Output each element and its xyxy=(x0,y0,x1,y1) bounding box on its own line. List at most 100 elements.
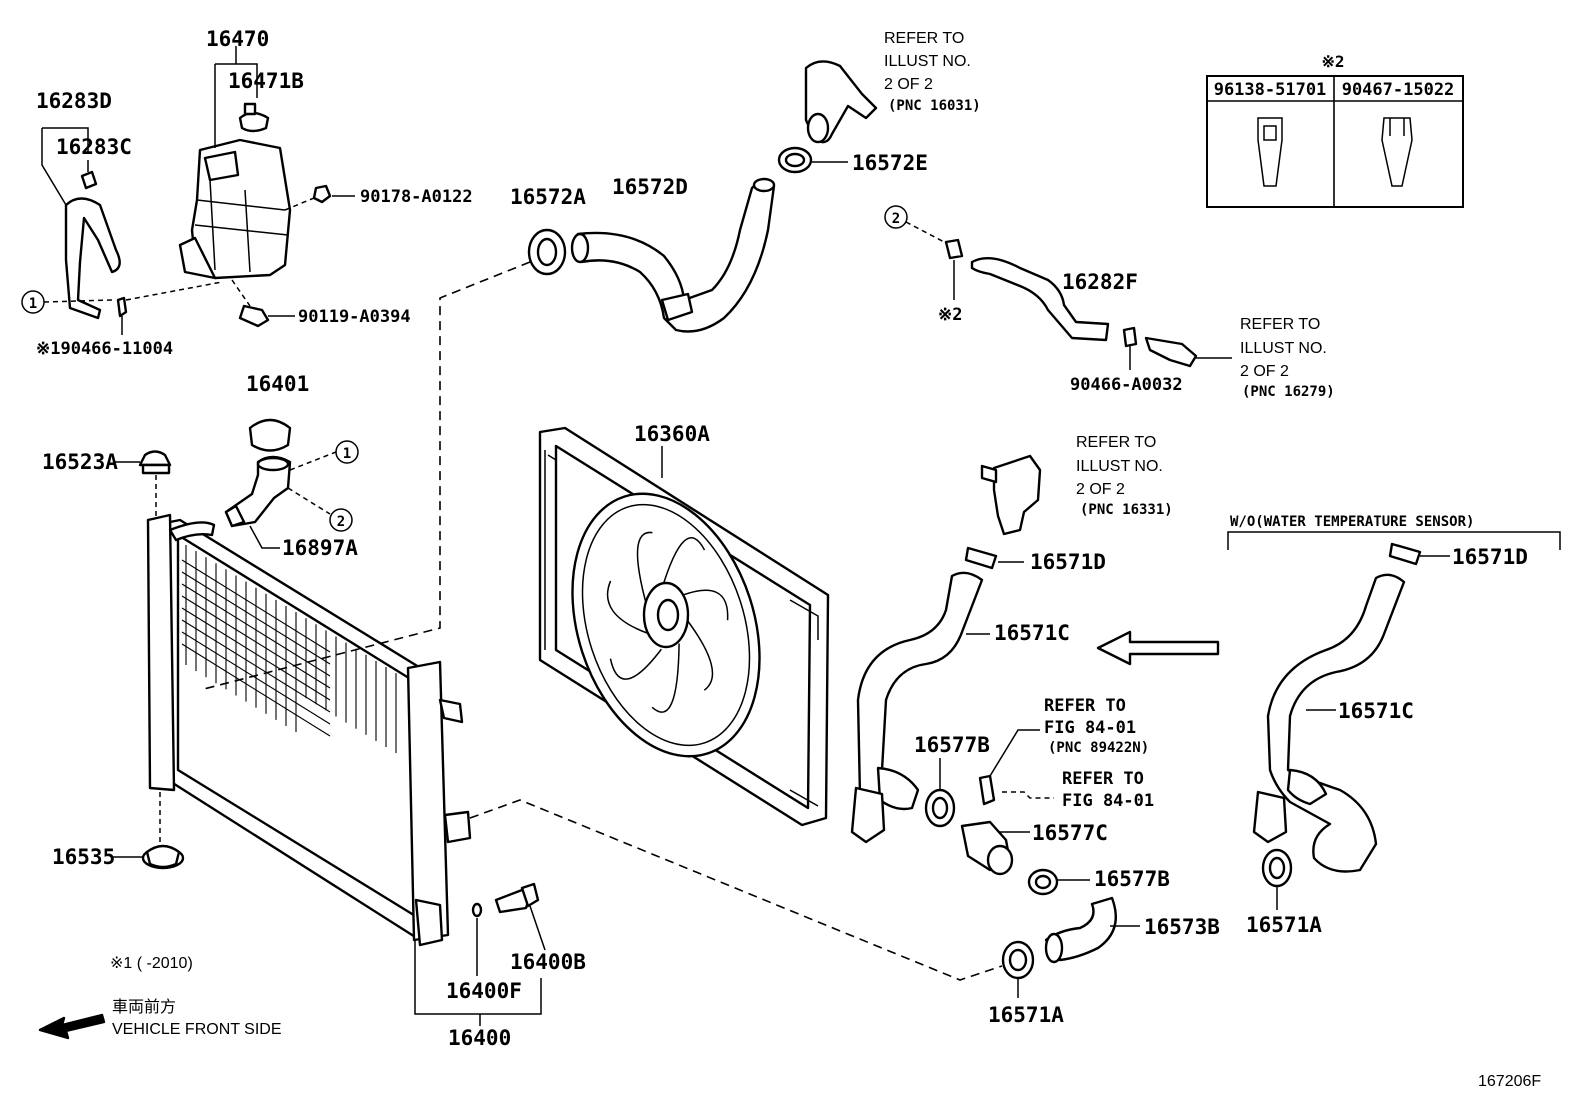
label-90119-A0394: 90119-A0394 xyxy=(298,307,411,327)
label-16577B-b: 16577B xyxy=(1094,867,1170,891)
label-16400F: 16400F xyxy=(446,979,522,1003)
svg-text:FIG 84-01: FIG 84-01 xyxy=(1062,791,1154,811)
vehicle-front-arrow-icon xyxy=(38,1013,106,1040)
label-16283D: 16283D xyxy=(36,89,112,113)
label-16897A: 16897A xyxy=(282,536,358,560)
filler-neck-16897A xyxy=(224,455,292,528)
sensor-16331 xyxy=(980,454,1042,536)
svg-text:REFER TO: REFER TO xyxy=(1062,769,1144,789)
hose-clamp-16577B-b xyxy=(1027,868,1059,896)
svg-text:2 OF 2: 2 OF 2 xyxy=(884,76,933,93)
svg-text:2 OF 2: 2 OF 2 xyxy=(1076,481,1125,498)
label-16571A-a: 16571A xyxy=(988,1003,1064,1027)
sensor-89422N xyxy=(978,774,996,806)
clip-mark2 xyxy=(944,238,964,260)
label-16401: 16401 xyxy=(246,372,309,396)
clip-table-col-1: 96138-51701 xyxy=(1214,80,1327,100)
svg-text:ILLUST NO.: ILLUST NO. xyxy=(884,53,971,70)
clip-16571D-a xyxy=(964,546,998,570)
clip-table-col-2: 90467-15022 xyxy=(1342,80,1455,100)
clip-16571D-b xyxy=(1388,542,1422,566)
callout-2-b: 2 xyxy=(892,211,900,227)
label-16572A: 16572A xyxy=(510,185,586,209)
hose-clamp-16572E xyxy=(777,146,813,174)
fan-shroud-16360A xyxy=(538,426,830,827)
reference-note-16331: REFER TO ILLUST NO. 2 OF 2 (PNC 16331) xyxy=(1076,434,1173,518)
reference-note-84-01: REFER TO FIG 84-01 xyxy=(1062,769,1154,811)
label-16471B: 16471B xyxy=(228,69,304,93)
label-16282F: 16282F xyxy=(1062,270,1138,294)
label-90466-A0032: 90466-A0032 xyxy=(1070,375,1183,395)
label-16577B-a: 16577B xyxy=(914,733,990,757)
label-16573B: 16573B xyxy=(1144,915,1220,939)
label-16577C: 16577C xyxy=(1032,821,1108,845)
label-16283C: 16283C xyxy=(56,135,132,159)
lower-hose-16571C-a xyxy=(850,571,984,844)
radiator-cap-16401 xyxy=(248,418,292,452)
svg-text:ILLUST NO.: ILLUST NO. xyxy=(1076,458,1163,475)
joint-16577C xyxy=(960,820,1014,876)
water-outlet xyxy=(804,60,878,144)
hose-clamp-16571A-a xyxy=(1001,940,1035,980)
vehicle-front-en: VEHICLE FRONT SIDE xyxy=(112,1021,282,1038)
hose-16283D xyxy=(64,170,121,320)
hose-16282F xyxy=(970,256,1110,342)
mount-cushion-16535 xyxy=(141,844,185,870)
direction-arrow xyxy=(1096,630,1220,666)
fitting-16279 xyxy=(1144,336,1198,368)
radiator xyxy=(146,513,472,947)
svg-text:(PNC 89422N): (PNC 89422N) xyxy=(1048,740,1149,756)
label-16470: 16470 xyxy=(206,27,269,51)
label-16400B: 16400B xyxy=(510,950,586,974)
reference-note-89422N: REFER TO FIG 84-01 (PNC 89422N) xyxy=(1044,696,1149,756)
clip-table-title: ※2 xyxy=(1321,52,1344,71)
label-90466-11004: ※190466-11004 xyxy=(36,339,173,359)
clip-90178 xyxy=(312,184,332,204)
label-16571D-b: 16571D xyxy=(1452,545,1528,569)
clip-icon-90467 xyxy=(1381,117,1413,187)
svg-text:(PNC 16031): (PNC 16031) xyxy=(888,98,981,114)
svg-text:(PNC 16279): (PNC 16279) xyxy=(1242,384,1335,400)
label-mark2: ※2 xyxy=(938,305,962,325)
vehicle-front-jp: 車両前方 xyxy=(112,998,176,1016)
callout-2-a: 2 xyxy=(337,514,345,530)
svg-text:(PNC 16331): (PNC 16331) xyxy=(1080,502,1173,518)
hose-clamp-16572A xyxy=(527,228,567,276)
hose-clamp-16571A-b xyxy=(1261,848,1293,888)
hose-clamp-16577B-a xyxy=(924,788,956,828)
footnote-1: ※1 ( -2010) xyxy=(110,955,193,972)
lower-hose-16571C-b xyxy=(1252,573,1406,873)
label-16571C-a: 16571C xyxy=(994,621,1070,645)
svg-text:2 OF 2: 2 OF 2 xyxy=(1240,363,1289,380)
label-16360A: 16360A xyxy=(634,422,710,446)
upper-hose-16572D xyxy=(570,177,776,333)
clip-table xyxy=(1206,75,1464,208)
reservoir-tank xyxy=(178,102,292,280)
label-16571A-b: 16571A xyxy=(1246,913,1322,937)
label-16523A: 16523A xyxy=(42,450,118,474)
reference-note-16279: REFER TO ILLUST NO. 2 OF 2 (PNC 16279) xyxy=(1240,316,1335,400)
callout-1-a: 1 xyxy=(29,296,37,312)
svg-text:FIG 84-01: FIG 84-01 xyxy=(1044,718,1136,738)
label-90178-A0122: 90178-A0122 xyxy=(360,187,473,207)
reference-note-16031: REFER TO ILLUST NO. 2 OF 2 (PNC 16031) xyxy=(884,30,981,114)
bolt-90119 xyxy=(238,304,270,328)
label-16572D: 16572D xyxy=(612,175,688,199)
svg-text:REFER TO: REFER TO xyxy=(1240,316,1320,333)
label-16571D-a: 16571D xyxy=(1030,550,1106,574)
label-16535: 16535 xyxy=(52,845,115,869)
drain-cock-16400B xyxy=(494,882,540,914)
label-16400: 16400 xyxy=(448,1026,511,1050)
hose-16573B xyxy=(1044,896,1117,964)
label-16571C-b: 16571C xyxy=(1338,699,1414,723)
svg-text:REFER TO: REFER TO xyxy=(884,30,964,47)
variant-label: W/O(WATER TEMPERATURE SENSOR) xyxy=(1230,514,1474,530)
callout-1-b: 1 xyxy=(343,446,351,462)
svg-text:REFER TO: REFER TO xyxy=(1044,696,1126,716)
svg-text:ILLUST NO.: ILLUST NO. xyxy=(1240,340,1327,357)
label-16572E: 16572E xyxy=(852,151,928,175)
svg-text:REFER TO: REFER TO xyxy=(1076,434,1156,451)
clip-icon-96138 xyxy=(1257,117,1283,187)
mount-cushion-16523A xyxy=(138,450,172,475)
